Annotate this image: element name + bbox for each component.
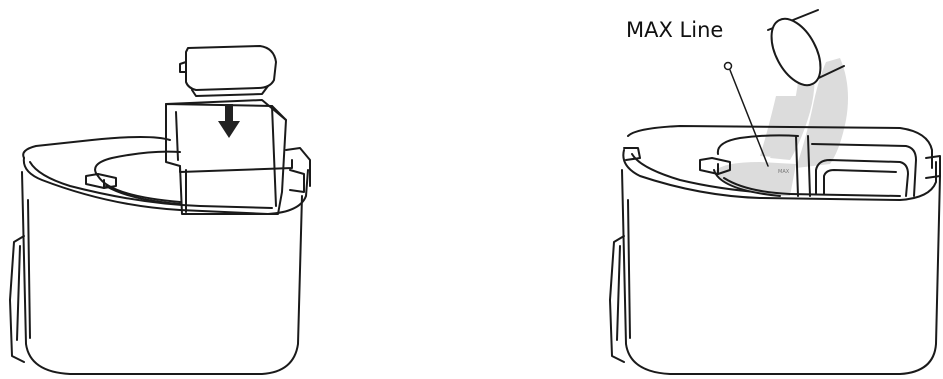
tank-max-mark: MAX [778,169,790,175]
max-line-pointer [725,63,769,167]
right-side-tank [610,236,624,362]
max-line-label: MAX Line [626,18,723,42]
